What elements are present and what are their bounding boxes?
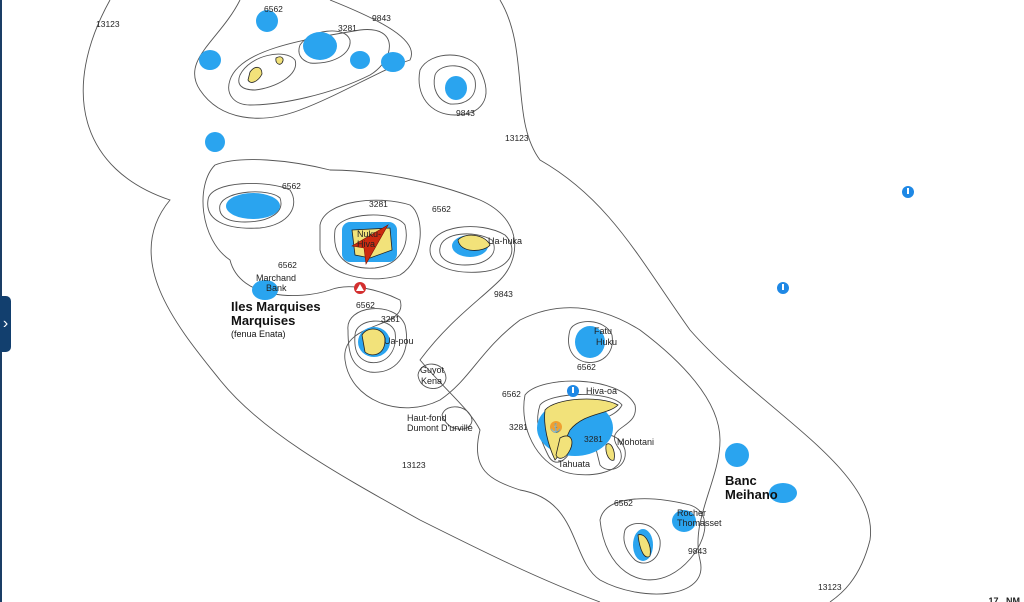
contour-9843-center (202, 159, 721, 595)
depth-label: 6562 (356, 300, 375, 310)
contour-3281-n (298, 30, 351, 64)
island-mohotani (605, 443, 615, 461)
shoal (252, 280, 278, 300)
contour-6562-b (207, 183, 295, 229)
bank-title-line2: Meihano (725, 487, 778, 502)
island-tahuata (555, 435, 573, 459)
depth-label: 3281 (369, 199, 388, 209)
contour-3281-uapou (354, 320, 396, 364)
contour-6562-f (523, 380, 636, 476)
contour-13123 (82, 0, 601, 602)
shoal (303, 32, 337, 60)
contour-6562-g (599, 498, 706, 581)
contour-6562-d (429, 226, 513, 273)
shoal (205, 132, 225, 152)
place-label: Rocher (677, 508, 707, 518)
island-ua-huka (457, 234, 491, 251)
bank-title: Banc (725, 473, 757, 488)
shoal (381, 52, 405, 72)
contour-3281-uahuka (439, 233, 495, 266)
depth-label: 9843 (456, 108, 475, 118)
place-label: Dumont D'urville (407, 423, 473, 433)
shoal (226, 193, 280, 219)
contour-3281-ne (433, 65, 476, 105)
contour-9843-ne (418, 54, 487, 116)
shoal (769, 483, 797, 503)
place-label: Hiva-oa (586, 386, 618, 396)
depth-label: 6562 (577, 362, 596, 372)
place-label: Hiva (357, 239, 376, 249)
expand-sidebar-button[interactable]: › (0, 296, 11, 352)
place-label: Tahuata (558, 459, 591, 469)
info-pin-icon[interactable] (902, 186, 914, 198)
shoal (256, 10, 278, 32)
place-label: Thomasset (677, 518, 722, 528)
contour-3281-s (623, 523, 661, 564)
depth-label: 9843 (372, 13, 391, 23)
depth-label: 3281 (509, 422, 528, 432)
island-hatutu (275, 56, 284, 65)
contour-3281-nuku (334, 214, 407, 269)
scale-unit: NM (1006, 596, 1020, 602)
place-label: Kena (421, 376, 443, 386)
depth-label: 6562 (282, 181, 301, 191)
place-label: Fatu (594, 326, 613, 336)
contour-13123-east (499, 0, 871, 602)
depth-label: 6562 (432, 204, 451, 214)
depth-label: 6562 (614, 498, 633, 508)
depth-label: 3281 (381, 314, 400, 324)
depth-label: 13123 (818, 582, 842, 592)
contour-6562-e (347, 308, 407, 373)
vessel-position-arrow-icon (351, 224, 389, 265)
shoal (445, 76, 467, 100)
depth-label: 6562 (264, 4, 283, 14)
info-pin-icon[interactable] (777, 282, 789, 294)
region-subtitle: (fenua Enata) (231, 329, 286, 339)
contour-3281-w (219, 191, 282, 223)
scale-value: 17 (988, 596, 999, 602)
shoal (672, 510, 696, 532)
contour-3281-nw (238, 53, 297, 91)
depth-label: 9843 (494, 289, 513, 299)
info-pin-icon[interactable] (567, 385, 579, 397)
place-label: Nuku- (357, 229, 382, 239)
depth-label: 13123 (505, 133, 529, 143)
depth-label: 13123 (96, 19, 120, 29)
shoal (575, 326, 605, 358)
shoal (350, 51, 370, 69)
place-label: Haut-fond (407, 413, 447, 423)
place-label: Marchand (256, 273, 297, 283)
place-label: Guyot (420, 365, 445, 375)
contour-6562-c (319, 199, 421, 280)
place-label: Bank (266, 283, 287, 293)
region-title: Iles Marquises (231, 299, 321, 314)
contour-hautfond (441, 406, 473, 430)
depth-label: 3281 (338, 23, 357, 33)
place-label: Huku (596, 337, 618, 347)
warning-icon[interactable] (354, 282, 366, 294)
depth-label: 3281 (584, 434, 603, 444)
place-label: Mohotani (617, 437, 655, 447)
shoal (725, 443, 749, 467)
depth-label: 6562 (502, 389, 521, 399)
scale-bar: 17 NM (988, 596, 1020, 602)
island-eiao (247, 66, 263, 83)
contour-guyot (417, 363, 447, 389)
depth-label: 13123 (402, 460, 426, 470)
contour-6562-a (228, 29, 390, 106)
anchor-icon[interactable]: ⚓ (550, 421, 562, 433)
shoal (199, 50, 221, 70)
island-ua-pou (361, 328, 386, 356)
place-label: Ua-pou (384, 336, 414, 346)
contour-9843-outer (194, 0, 412, 119)
island-fatu-hiva (637, 534, 651, 558)
depth-label: 6562 (278, 260, 297, 270)
region-title-line2: Marquises (231, 313, 296, 328)
svg-text:⚓: ⚓ (550, 422, 561, 433)
chevron-right-icon: › (2, 315, 9, 332)
place-label: Ua-huka (488, 236, 523, 246)
depth-label: 9843 (688, 546, 707, 556)
contour-6562-h (568, 321, 613, 363)
